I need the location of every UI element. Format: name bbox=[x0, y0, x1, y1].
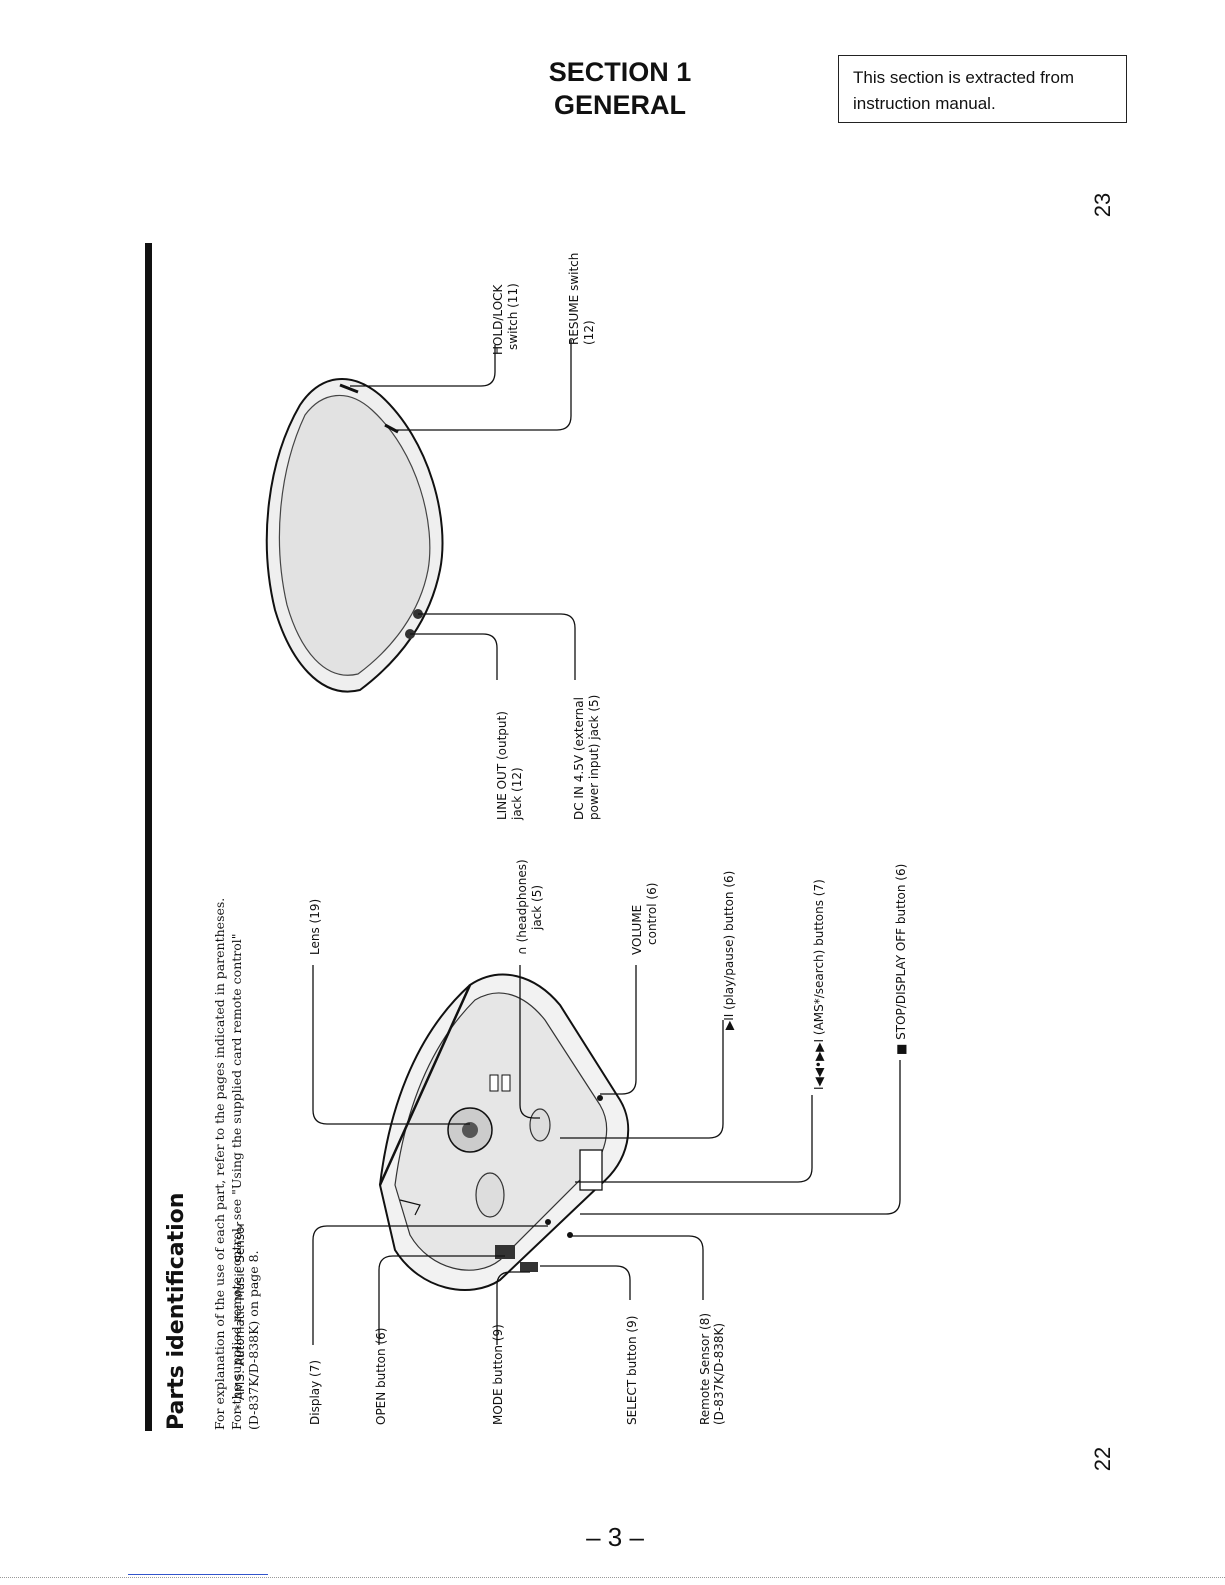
bottom-divider bbox=[0, 1577, 1225, 1578]
bottom-link-underline bbox=[128, 1574, 268, 1575]
label-remote-sensor-1: Remote Sensor (8) bbox=[698, 1313, 712, 1425]
label-hold-lock-1: HOLD/LOCK bbox=[491, 283, 505, 355]
label-lens: Lens (19) bbox=[308, 899, 322, 955]
label-play-pause: ▶II (play/pause) button (6) bbox=[722, 871, 736, 1030]
label-resume-1: RESUME switch bbox=[567, 253, 581, 345]
cd-player-back-illustration bbox=[267, 379, 443, 692]
label-mode-button: MODE button (9) bbox=[491, 1324, 505, 1425]
label-display: Display (7) bbox=[308, 1360, 322, 1425]
parts-heading: Parts identification bbox=[164, 1193, 189, 1430]
label-volume-1: VOLUME bbox=[630, 905, 644, 955]
label-dc-in-2: power input) jack (5) bbox=[587, 695, 601, 820]
label-resume-2: (12) bbox=[582, 320, 596, 345]
footnote-ams: * AMS: Automatic Music Sensor bbox=[233, 1222, 247, 1410]
label-line-out-1: LINE OUT (output) bbox=[495, 711, 509, 820]
label-headphones-1: ∩ (headphones) bbox=[515, 859, 529, 955]
label-volume-2: control (6) bbox=[645, 883, 659, 945]
heading-bar bbox=[145, 243, 152, 1431]
footer-page-number: – 3 – bbox=[555, 1522, 675, 1553]
label-ams-search: I◀◀•▶▶I (AMS*/search) buttons (7) bbox=[812, 879, 826, 1090]
intro-line-3: (D-837K/D-838K) on page 8. bbox=[246, 1250, 261, 1430]
label-headphones-2: jack (5) bbox=[530, 885, 544, 931]
label-line-out-2: jack (12) bbox=[510, 767, 524, 821]
label-dc-in-1: DC IN 4.5V (external bbox=[572, 697, 586, 820]
label-open-button: OPEN button (6) bbox=[374, 1328, 388, 1425]
intro-line-1: For explanation of the use of each part,… bbox=[212, 898, 227, 1430]
label-stop-display-off: ■ STOP/DISPLAY OFF button (6) bbox=[894, 864, 908, 1055]
cd-player-top-illustration bbox=[380, 975, 628, 1290]
label-remote-sensor-2: (D-837K/D-838K) bbox=[712, 1323, 726, 1425]
label-select-button: SELECT button (9) bbox=[625, 1316, 639, 1425]
label-hold-lock-2: switch (11) bbox=[506, 283, 520, 350]
